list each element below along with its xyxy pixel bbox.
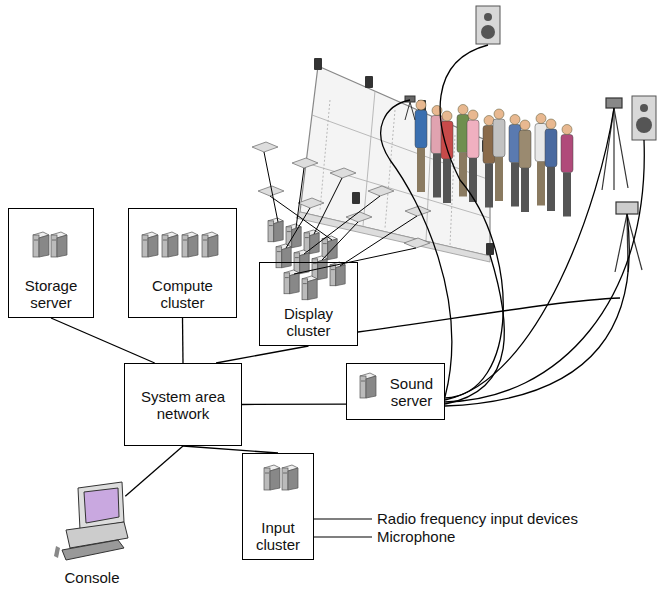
- network-link: [242, 403, 346, 405]
- speaker: [476, 6, 500, 44]
- camera-tripod: [405, 96, 415, 120]
- component-box: Display cluster: [259, 262, 358, 346]
- speaker: [632, 96, 656, 140]
- component-box: Input cluster: [242, 453, 314, 560]
- node-label: System area network: [125, 388, 241, 422]
- network-link: [216, 346, 308, 363]
- network-link: [183, 446, 278, 453]
- video-cables: [264, 152, 417, 274]
- node-label: Console: [60, 569, 123, 588]
- node-label: Sound server: [379, 375, 444, 409]
- server-icons: [33, 218, 376, 490]
- network-link: [182, 318, 184, 363]
- component-box: Compute cluster: [128, 208, 237, 318]
- input-leads: [314, 519, 372, 537]
- node-label: Storage server: [9, 277, 93, 317]
- camera-tripod: [602, 98, 628, 190]
- network-link: [51, 318, 155, 363]
- component-box: Sound server: [346, 363, 445, 420]
- network-link: [125, 446, 183, 496]
- console-node: Console: [40, 476, 144, 588]
- device-label: Radio frequency input devices: [376, 510, 579, 527]
- node-label: Display cluster: [260, 305, 357, 345]
- node-label: Compute cluster: [129, 277, 236, 317]
- projectors: [252, 142, 431, 248]
- component-box: System area network: [124, 363, 242, 446]
- console-computer: [54, 482, 128, 560]
- audience: [415, 100, 573, 217]
- cables: [358, 45, 644, 406]
- node-label: Input cluster: [243, 519, 313, 559]
- component-box: Storage server: [8, 208, 94, 318]
- device-label: Microphone: [376, 528, 456, 545]
